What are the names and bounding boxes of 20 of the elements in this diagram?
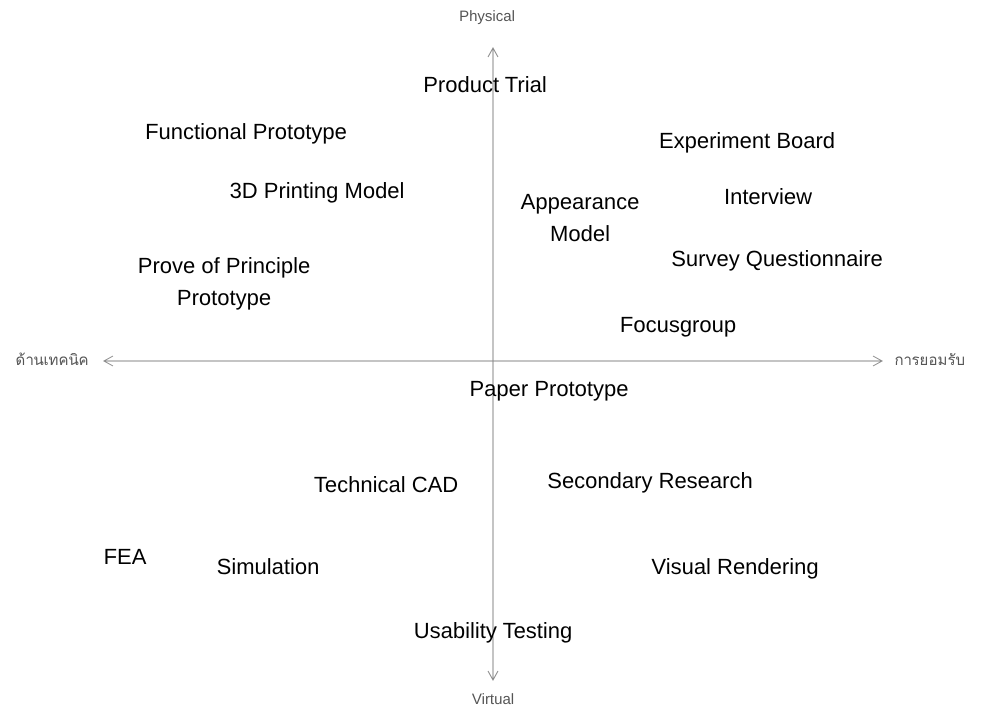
method-label: Experiment Board (658, 127, 836, 156)
method-label: Paper Prototype (470, 375, 628, 404)
method-label: Focusgroup (620, 311, 736, 340)
axis-label: ด้านเทคนิค (16, 351, 88, 372)
axis-label: การยอมรับ (894, 351, 966, 372)
method-label: Simulation (216, 553, 320, 582)
method-label: Prove of Principle Prototype (136, 252, 312, 312)
method-label: Functional Prototype (145, 118, 347, 146)
method-label: Survey Questionnaire (671, 245, 883, 274)
method-label: Product Trial (423, 71, 547, 100)
method-label: Visual Rendering (651, 553, 819, 582)
method-label: Secondary Research (547, 467, 753, 496)
method-label: Usability Testing (414, 617, 572, 646)
axis-label: Physical (459, 7, 515, 28)
method-label: Appearance Model (520, 188, 640, 248)
method-label: FEA (104, 543, 146, 572)
axis-label: Virtual (472, 690, 514, 710)
method-label: Technical CAD (314, 471, 458, 500)
method-label: Interview (724, 183, 812, 212)
method-label: 3D Printing Model (230, 177, 404, 206)
